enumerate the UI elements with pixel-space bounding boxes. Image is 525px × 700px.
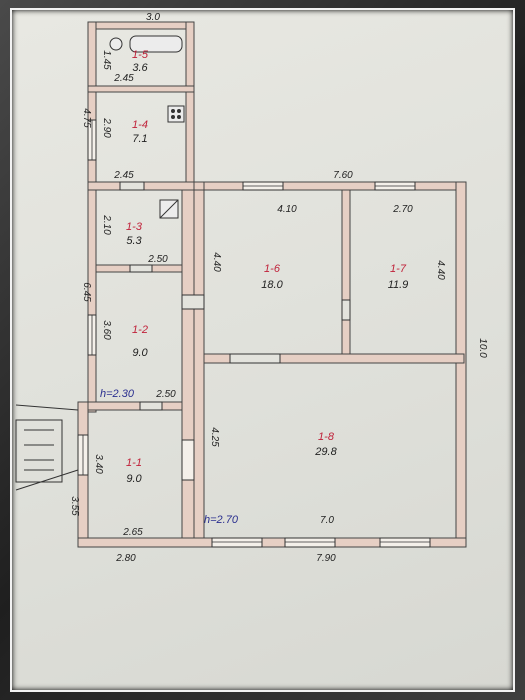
dim-2-50-top: 2.50 xyxy=(147,254,168,265)
wall-left-inner xyxy=(181,189,195,547)
dim-7-60: 7.60 xyxy=(333,170,353,181)
dim-2-45-mid: 2.45 xyxy=(113,170,134,181)
dim-10-0: 10.0 xyxy=(477,338,488,358)
window-1-8-a xyxy=(211,537,263,548)
room-1-3-label: 1-3 xyxy=(126,221,143,233)
window-lines xyxy=(82,120,430,543)
room-1-7-label: 1-7 xyxy=(390,263,407,275)
window-1-8-b xyxy=(284,537,336,548)
fixtures xyxy=(109,35,185,219)
wall-right xyxy=(455,181,467,547)
room-1-5-area: 3.6 xyxy=(132,62,148,74)
wall-annex-top xyxy=(87,21,195,30)
wall-1-5-bottom xyxy=(87,85,195,93)
room-1-5-label: 1-5 xyxy=(132,49,149,61)
dim-4-40-right: 4.40 xyxy=(435,260,446,280)
sink-icon xyxy=(109,37,123,51)
door-1-4-1-3 xyxy=(119,181,145,191)
wall-main-left xyxy=(193,189,205,547)
dim-2-90: 2.90 xyxy=(101,117,112,138)
dim-2-10: 2.10 xyxy=(101,214,112,235)
room-1-1-area: 9.0 xyxy=(126,473,142,485)
dim-2-65: 2.65 xyxy=(122,527,143,538)
room-1-6-label: 1-6 xyxy=(264,263,281,275)
window-1-1-right xyxy=(181,439,195,481)
dim-2-70: 2.70 xyxy=(392,204,413,215)
door-1-6-1-7 xyxy=(341,299,351,321)
dim-6-45: 6.45 xyxy=(81,282,92,302)
room-1-2-label: 1-2 xyxy=(132,324,148,336)
dim-3-60: 3.60 xyxy=(101,320,112,340)
height-right: h=2.70 xyxy=(204,514,239,526)
room-1-4-area: 7.1 xyxy=(132,133,147,145)
wall-annex-right xyxy=(185,21,195,193)
window-1-8-c xyxy=(379,537,431,548)
height-left: h=2.30 xyxy=(100,388,135,400)
dim-4-75: 4.75 xyxy=(81,108,92,128)
dim-2-45-top: 2.45 xyxy=(113,73,134,84)
door-1-2-1-1 xyxy=(139,401,163,411)
dim-3-55: 3.55 xyxy=(69,496,80,516)
room-1-8-area: 29.8 xyxy=(314,446,337,458)
door-1-6-1-8 xyxy=(229,353,281,364)
room-labels: 1-5 1-4 1-3 1-2 1-1 1-6 1-7 1-8 xyxy=(126,49,407,469)
dimension-labels: 3.0 2.45 2.45 7.60 4.10 2.70 2.50 2.50 2… xyxy=(113,12,413,564)
height-labels: h=2.30 h=2.70 xyxy=(100,388,239,526)
porch xyxy=(15,419,63,483)
room-1-3-area: 5.3 xyxy=(126,235,142,247)
wall-annex-left xyxy=(87,21,97,193)
dim-3-0: 3.0 xyxy=(146,12,160,23)
dimension-labels-vertical: 1.45 4.75 2.90 2.10 4.40 4.40 6.45 3.60 … xyxy=(69,50,488,516)
door-1-2-1-6 xyxy=(181,294,205,310)
wall-bottom xyxy=(77,537,467,548)
dim-4-25: 4.25 xyxy=(209,427,220,447)
dim-1-45: 1.45 xyxy=(101,50,112,70)
bathtub-icon xyxy=(129,35,183,53)
room-1-1-label: 1-1 xyxy=(126,457,142,469)
room-1-4-label: 1-4 xyxy=(132,119,148,131)
wall-1-6-1-7 xyxy=(341,189,351,357)
room-1-2-area: 9.0 xyxy=(132,347,148,359)
dim-7-0: 7.0 xyxy=(320,515,334,526)
dim-3-40: 3.40 xyxy=(93,454,104,474)
dim-4-40-left: 4.40 xyxy=(211,252,222,272)
door-1-3-1-2 xyxy=(129,264,153,273)
dim-7-90: 7.90 xyxy=(316,553,336,564)
room-1-7-area: 11.9 xyxy=(388,279,409,291)
porch-steps xyxy=(15,404,79,491)
room-areas: 3.6 7.1 5.3 9.0 9.0 18.0 11.9 29.8 xyxy=(126,62,408,485)
dim-4-10: 4.10 xyxy=(277,204,297,215)
wall-top-main xyxy=(193,181,465,191)
dim-2-50-bottom: 2.50 xyxy=(155,389,176,400)
dim-2-80: 2.80 xyxy=(115,553,136,564)
doors xyxy=(119,181,351,411)
stove-icon xyxy=(167,105,185,123)
room-1-8-label: 1-8 xyxy=(318,431,335,443)
room-1-6-area: 18.0 xyxy=(261,279,283,291)
